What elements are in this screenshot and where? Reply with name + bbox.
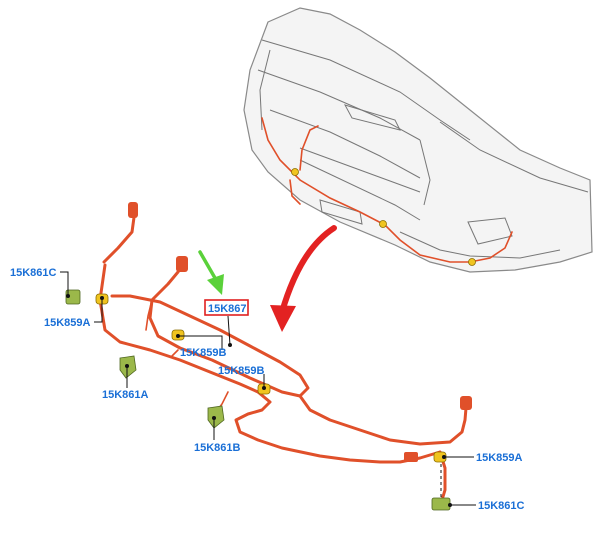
bracket-15k861b xyxy=(207,405,225,429)
green-pointer-arrow xyxy=(198,250,224,295)
callout-15k861a: 15K861A xyxy=(102,389,149,401)
leader-lines xyxy=(60,271,476,507)
callout-15k867: 15K867 xyxy=(208,303,247,315)
bumper-sensor-center xyxy=(379,220,387,228)
bracket-15k861c-left xyxy=(65,289,81,305)
callout-15k861c-right: 15K861C xyxy=(478,500,525,512)
callout-15k859b-lower: 15K859B xyxy=(218,365,265,377)
harness-clip xyxy=(404,452,418,462)
red-direction-arrow xyxy=(270,225,337,332)
callout-15k861b: 15K861B xyxy=(194,442,241,454)
harness-end-connector-mid xyxy=(176,256,188,272)
callout-15k859a-right: 15K859A xyxy=(476,452,523,464)
callout-15k861c-left: 15K861C xyxy=(10,267,57,279)
harness-end-connector-right xyxy=(460,396,472,410)
callout-15k859b-upper: 15K859B xyxy=(180,347,227,359)
callout-15k859a-left: 15K859A xyxy=(44,317,91,329)
callout-labels: 15K861C 15K859A 15K867 15K859B 15K861A 1… xyxy=(10,267,525,512)
callout-15k867-highlight-box xyxy=(204,299,249,316)
front-bumper-illustration xyxy=(243,7,593,273)
bumper-sensor-right xyxy=(468,258,476,266)
harness-end-connector-top xyxy=(128,202,138,218)
bracket-15k861c-right xyxy=(431,497,451,511)
bumper-sensor-left xyxy=(291,168,299,176)
